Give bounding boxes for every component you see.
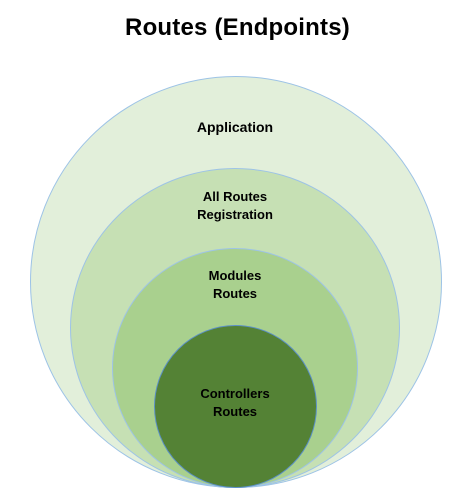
application-label: Application xyxy=(196,119,274,135)
modules-routes-label: Modules Routes xyxy=(208,268,262,301)
controllers-routes-circle xyxy=(154,325,317,488)
diagram-title: Routes (Endpoints) xyxy=(125,14,350,41)
all-routes-registration-label: All Routes Registration xyxy=(197,189,273,222)
controllers-routes-label: Controllers Routes xyxy=(200,386,270,419)
